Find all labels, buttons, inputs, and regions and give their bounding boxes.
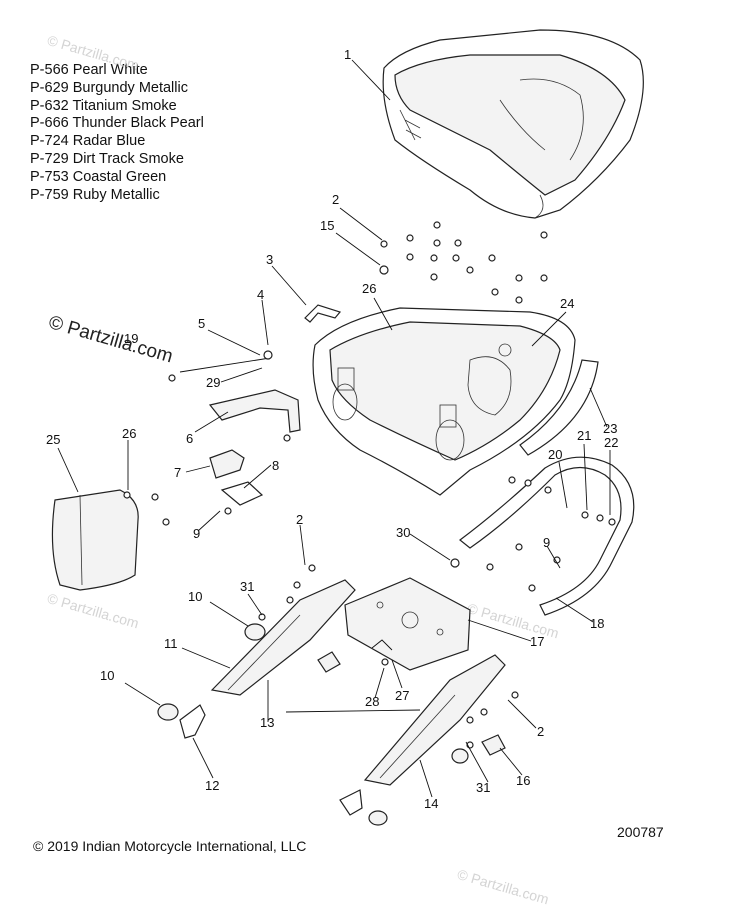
callout-label: 12 (205, 778, 219, 793)
callout-label: 18 (590, 616, 604, 631)
callout-label: 15 (320, 218, 334, 233)
color-code-item: P-724 Radar Blue (30, 133, 146, 150)
diagram-number: 200787 (617, 824, 664, 840)
trunk-lid-part (382, 29, 644, 219)
leader-lines (57, 59, 611, 798)
callout-label: 10 (188, 589, 202, 604)
trunk-base-part (312, 307, 576, 496)
bushing-part (244, 623, 266, 641)
fastener-set (123, 221, 616, 749)
isolator-part (481, 734, 506, 756)
clip-part (304, 304, 342, 323)
small-bracket-part (220, 481, 264, 506)
bushing-part (451, 748, 469, 764)
callout-label: 19 (124, 331, 138, 346)
callout-label: 26 (122, 426, 136, 441)
color-code-item: P-753 Coastal Green (30, 168, 167, 185)
callout-label: 9 (193, 526, 200, 541)
callout-label: 13 (260, 715, 274, 730)
callout-label: 28 (365, 694, 379, 709)
callout-label: 25 (46, 432, 60, 447)
left-support-arm-part (210, 579, 356, 696)
callout-label: 2 (332, 192, 339, 207)
bracket-part (208, 389, 301, 433)
callout-label: 11 (164, 636, 178, 651)
color-code-item: P-629 Burgundy Metallic (30, 79, 188, 96)
hook-part (371, 639, 393, 651)
callout-label: 29 (206, 375, 220, 390)
isolator-part (317, 651, 341, 673)
callout-label: 10 (100, 668, 114, 683)
callout-label: 5 (198, 316, 205, 331)
trim-strip-part (519, 359, 599, 456)
color-code-item: P-632 Titanium Smoke (30, 97, 177, 114)
side-pad-part (51, 489, 139, 591)
callout-label: 9 (543, 535, 550, 550)
clamp-fork-part (179, 704, 206, 739)
callout-label: 30 (396, 525, 410, 540)
color-code-item: P-729 Dirt Track Smoke (30, 150, 184, 167)
bushing-part (368, 810, 388, 826)
callout-label: 6 (186, 431, 193, 446)
color-code-item: P-566 Pearl White (30, 62, 148, 78)
callout-label: 31 (476, 780, 490, 795)
copyright-notice: © 2019 Indian Motorcycle International, … (33, 838, 307, 854)
callout-label: 2 (537, 724, 544, 739)
callout-label: 4 (257, 287, 264, 302)
callout-label: 26 (362, 281, 376, 296)
callout-label: 3 (266, 252, 273, 267)
callout-label: 23 (603, 421, 617, 436)
color-code-item: P-759 Ruby Metallic (30, 186, 160, 203)
callout-labels: 1 2 15 3 4 26 24 5 19 29 6 23 25 26 7 8 … (46, 47, 618, 811)
callout-label: 27 (395, 688, 409, 703)
callout-label: 1 (344, 47, 351, 62)
cable-end-part (263, 350, 273, 360)
color-code-list: P-566 Pearl White P-629 Burgundy Metalli… (30, 62, 204, 204)
callout-label: 24 (560, 296, 574, 311)
callout-label: 7 (174, 465, 181, 480)
color-code-item: P-666 Thunder Black Pearl (30, 115, 204, 132)
latch-plate-part (209, 449, 245, 479)
clamp-fork-part (339, 789, 363, 816)
callout-label: 14 (424, 796, 438, 811)
callout-label: 8 (272, 458, 279, 473)
right-support-arm-part (363, 654, 506, 786)
bushing-part (157, 703, 179, 721)
cable-part (179, 357, 271, 373)
callout-label: 22 (604, 435, 618, 450)
callout-label: 16 (516, 773, 530, 788)
callout-label: 2 (296, 512, 303, 527)
grab-rail-part (459, 456, 635, 616)
callout-label: 17 (530, 634, 544, 649)
callout-label: 21 (577, 428, 591, 443)
callout-label: 31 (240, 579, 254, 594)
callout-label: 20 (548, 447, 562, 462)
mount-plate-part (344, 577, 471, 671)
